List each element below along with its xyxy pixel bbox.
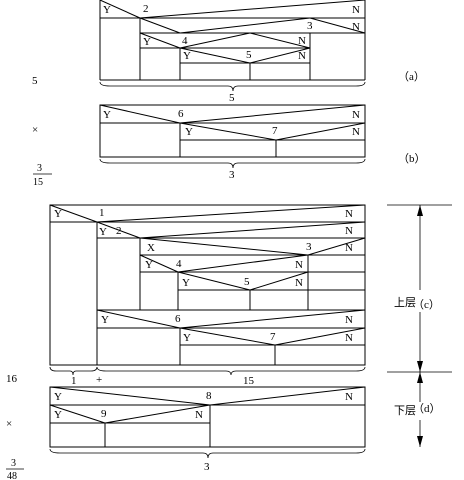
no-label: N (345, 314, 353, 326)
brace-count: 5 (229, 92, 235, 104)
layer-dimension: 上层 下层 (387, 204, 452, 447)
fraction-numerator: 3 (37, 163, 42, 174)
yes-label: Y (143, 36, 151, 48)
arrow-up-icon (417, 205, 423, 216)
times-sign: × (32, 124, 38, 136)
table-a: Y 2 N Y 3 N 4 N Y 5 N 5 5 （a） (32, 0, 425, 104)
arrow-down-icon (417, 436, 423, 447)
no-label: N (352, 21, 360, 33)
no-label: N (345, 208, 353, 220)
no-label: N (345, 391, 353, 403)
no-label: N (345, 225, 353, 237)
fraction-d: 3 48 (6, 458, 24, 480)
yes-label: Y (54, 391, 62, 403)
condition-number: 2 (143, 3, 149, 15)
condition-number: 5 (244, 276, 250, 288)
no-label: N (295, 259, 303, 271)
condition-number: 4 (182, 35, 188, 47)
condition-number: 3 (307, 20, 313, 32)
table-c: Y 1 N Y 2 N X 3 N Y 4 N Y 5 N Y 6 N Y 7 … (6, 204, 440, 387)
yes-label: Y (183, 50, 191, 62)
arrow-down-icon (417, 361, 423, 372)
upper-layer-label: 上层 (394, 296, 416, 309)
yes-label: Y (185, 126, 193, 138)
brace-count: 1 (71, 375, 77, 387)
no-label: N (195, 409, 203, 421)
part-label-d: （d） (413, 402, 441, 415)
brace-count: 3 (229, 169, 235, 181)
yes-label: Y (183, 332, 191, 344)
brace-count: 3 (204, 461, 210, 473)
no-label: N (345, 332, 353, 344)
yes-label: Y (182, 277, 190, 289)
plus-sign: + (96, 374, 102, 386)
condition-number: 7 (272, 125, 278, 137)
brace-count: 15 (243, 375, 255, 387)
yes-label: Y (54, 409, 62, 421)
yes-label: Y (54, 208, 62, 220)
yes-label: Y (101, 314, 109, 326)
no-label: N (345, 242, 353, 254)
fraction-b: 3 15 (33, 163, 52, 188)
condition-number: 3 (306, 241, 312, 253)
yes-label: Y (99, 226, 107, 238)
no-label: N (298, 35, 306, 47)
table-d: Y 8 N Y 9 N 3 × （d） 3 48 (6, 386, 441, 480)
cross-label: X (147, 242, 155, 254)
yes-label: Y (103, 109, 111, 121)
condition-number: 7 (270, 331, 276, 343)
times-sign: × (6, 418, 12, 430)
condition-number: 6 (175, 313, 181, 325)
no-label: N (352, 109, 360, 121)
condition-number: 2 (116, 225, 122, 237)
no-label: N (295, 277, 303, 289)
fraction-denominator: 15 (33, 177, 43, 188)
condition-number: 9 (101, 408, 107, 420)
part-label-c: （c） (413, 298, 440, 311)
condition-number: 5 (246, 49, 252, 61)
no-label: N (352, 126, 360, 138)
part-label-a: （a） (398, 70, 425, 83)
multiplier-value: 16 (6, 373, 18, 385)
arrow-up-icon (417, 372, 423, 383)
no-label: N (352, 4, 360, 16)
condition-number: 6 (178, 108, 184, 120)
fraction-denominator: 48 (7, 471, 17, 480)
lower-layer-label: 下层 (394, 404, 416, 417)
table-b: Y 6 N Y 7 N 3 × （b） 3 15 (32, 104, 426, 188)
multiplier-value: 5 (32, 75, 38, 87)
yes-label: Y (103, 4, 111, 16)
condition-number: 8 (206, 390, 212, 402)
condition-number: 4 (176, 258, 182, 270)
yes-label: Y (145, 259, 153, 271)
part-label-b: （b） (398, 152, 426, 165)
fraction-numerator: 3 (11, 458, 16, 469)
no-label: N (298, 50, 306, 62)
condition-number: 1 (99, 207, 105, 219)
